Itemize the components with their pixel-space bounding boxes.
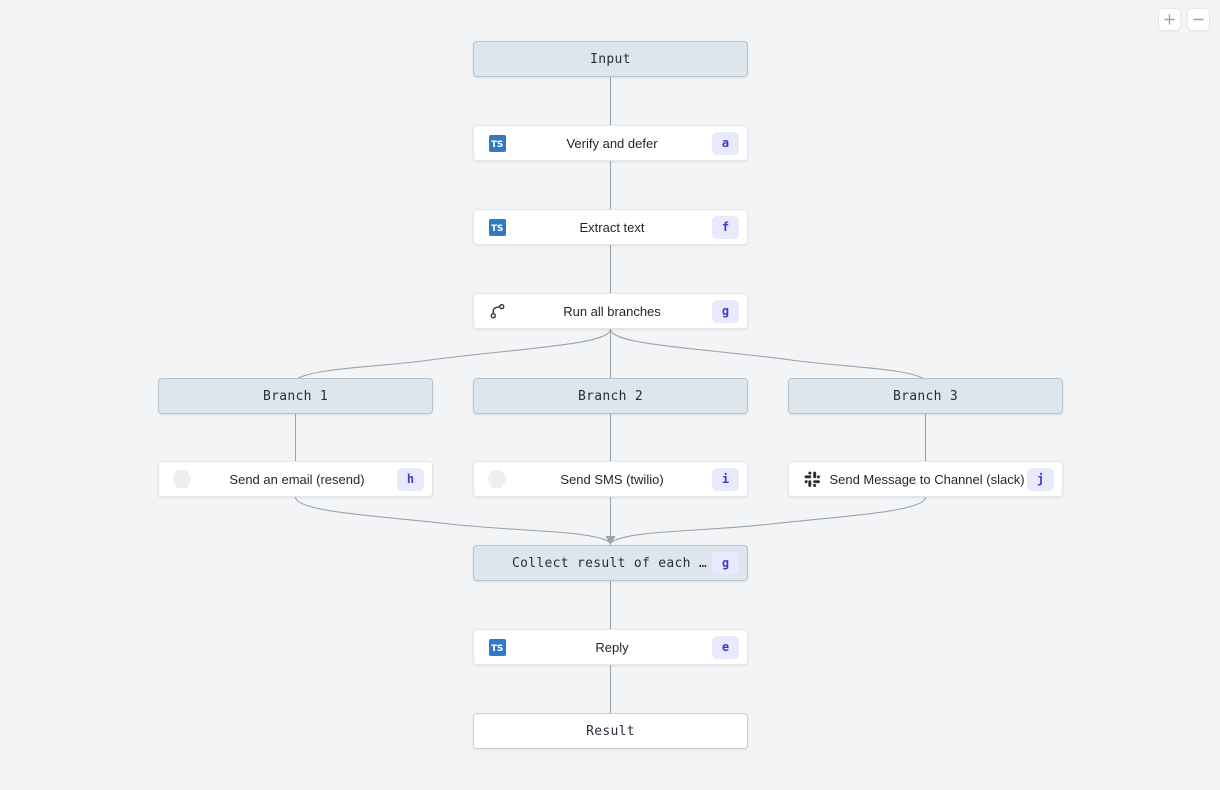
node-result[interactable]: Result xyxy=(473,713,748,749)
plus-icon xyxy=(1164,14,1175,25)
minus-icon xyxy=(1193,18,1204,21)
node-send-message-to-channel-label: Send Message to Channel (slack) xyxy=(829,471,1025,487)
node-run-all-branches[interactable]: Run all branches g xyxy=(473,293,748,329)
node-collect-result-label: Collect result of each branch xyxy=(512,555,712,571)
node-verify-and-defer-label: Verify and defer xyxy=(566,135,658,151)
node-branch-2-label: Branch 2 xyxy=(577,388,643,404)
node-send-an-email[interactable]: Send an email (resend) h xyxy=(158,461,433,497)
node-branch-2[interactable]: Branch 2 xyxy=(473,378,748,414)
node-send-message-to-channel[interactable]: Send Message to Channel (slack) j xyxy=(788,461,1063,497)
node-branch-3[interactable]: Branch 3 xyxy=(788,378,1063,414)
node-result-label: Result xyxy=(586,723,635,739)
node-branch-1[interactable]: Branch 1 xyxy=(158,378,433,414)
node-reply-badge: e xyxy=(712,635,739,659)
typescript-icon: TS xyxy=(482,218,512,236)
resend-icon xyxy=(167,470,197,489)
node-collect-result[interactable]: Collect result of each branch g xyxy=(473,545,748,581)
edge-email-collect xyxy=(294,496,611,544)
slack-icon xyxy=(797,471,827,488)
node-run-all-branches-label: Run all branches xyxy=(563,303,661,319)
node-reply[interactable]: TS Reply e xyxy=(473,629,748,665)
zoom-out-button[interactable] xyxy=(1187,8,1210,31)
typescript-icon: TS xyxy=(482,134,512,152)
node-extract-text-badge: f xyxy=(712,215,739,239)
typescript-icon: TS xyxy=(482,638,512,656)
node-branch-1-label: Branch 1 xyxy=(262,388,328,404)
node-send-sms-badge: i xyxy=(712,467,739,491)
zoom-in-button[interactable] xyxy=(1158,8,1181,31)
node-send-an-email-label: Send an email (resend) xyxy=(229,471,365,487)
node-branch-3-label: Branch 3 xyxy=(892,388,958,404)
zoom-controls xyxy=(1158,8,1210,31)
node-extract-text[interactable]: TS Extract text f xyxy=(473,209,748,245)
git-branch-icon xyxy=(482,303,512,320)
node-collect-result-badge: g xyxy=(712,551,739,575)
node-reply-label: Reply xyxy=(595,639,629,655)
node-extract-text-label: Extract text xyxy=(579,219,645,235)
edge-runall-branch1 xyxy=(295,328,612,381)
node-send-sms-label: Send SMS (twilio) xyxy=(560,471,664,487)
node-verify-and-defer-badge: a xyxy=(712,131,739,155)
node-run-all-branches-badge: g xyxy=(712,299,739,323)
merge-arrowhead xyxy=(605,536,616,545)
node-input[interactable]: Input xyxy=(473,41,748,77)
edge-slack-collect xyxy=(610,496,927,544)
node-verify-and-defer[interactable]: TS Verify and defer a xyxy=(473,125,748,161)
twilio-icon xyxy=(482,470,512,489)
node-send-sms[interactable]: Send SMS (twilio) i xyxy=(473,461,748,497)
node-input-label: Input xyxy=(590,51,631,67)
edge-runall-branch3 xyxy=(609,328,926,381)
node-send-an-email-badge: h xyxy=(397,467,424,491)
node-send-message-to-channel-badge: j xyxy=(1027,467,1054,491)
